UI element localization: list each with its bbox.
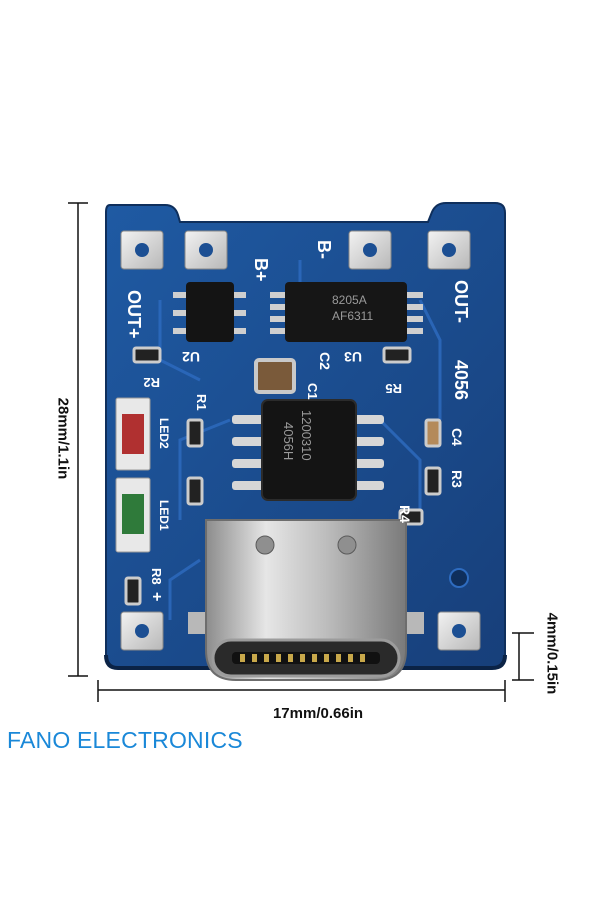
main-chip-line2: 1200310 xyxy=(299,410,314,461)
main-chip-line1: 4056H xyxy=(281,422,296,460)
dw-chip-line2: AF6311 xyxy=(332,309,373,323)
silk-b-minus: B- xyxy=(314,240,334,259)
main-chip xyxy=(232,399,384,501)
silk-c4: C4 xyxy=(449,428,465,446)
dw-chip xyxy=(270,282,423,342)
silk-out-minus: OUT- xyxy=(451,280,471,323)
dw-chip-line1: 8205A xyxy=(332,293,367,307)
silk-u2: U2 xyxy=(182,349,200,365)
silk-r8: R8 xyxy=(149,568,164,585)
silk-model: 4056 xyxy=(451,360,471,400)
brand-name: FANO ELECTRONICS xyxy=(7,727,243,753)
height-dimension-label: 28mm/1.1in xyxy=(54,397,72,480)
width-dimension-label: 17mm/0.66in xyxy=(272,705,364,722)
silk-led2: LED2 xyxy=(157,418,171,449)
silkscreen-labels: B+ B- OUT+ OUT- 4056 U2 U3 C2 C1 C4 R1 R… xyxy=(124,240,471,601)
silk-r3: R3 xyxy=(449,470,465,488)
port-height-dimension-label: 4mm/0.15in xyxy=(543,612,561,695)
mounting-pads xyxy=(120,230,481,651)
silk-r1: R1 xyxy=(194,394,209,411)
usb-c-port xyxy=(188,519,424,681)
dimension-lines xyxy=(68,202,534,702)
silk-b-plus: B+ xyxy=(251,258,271,282)
u2-chip xyxy=(173,282,246,342)
silk-r2: R2 xyxy=(143,375,160,390)
silk-c1: C1 xyxy=(305,383,320,400)
chip-markings: 4056H 1200310 8205A AF6311 xyxy=(281,293,373,461)
silk-r5: R5 xyxy=(385,381,402,396)
silk-plus-mark: + xyxy=(148,592,165,601)
silk-out-plus: OUT+ xyxy=(124,290,144,339)
silk-c2: C2 xyxy=(317,352,333,370)
silk-u3: U3 xyxy=(344,349,362,365)
silk-r4: R4 xyxy=(397,505,413,523)
smd-parts xyxy=(124,346,442,606)
silk-led1: LED1 xyxy=(157,500,171,531)
leds xyxy=(115,397,151,553)
